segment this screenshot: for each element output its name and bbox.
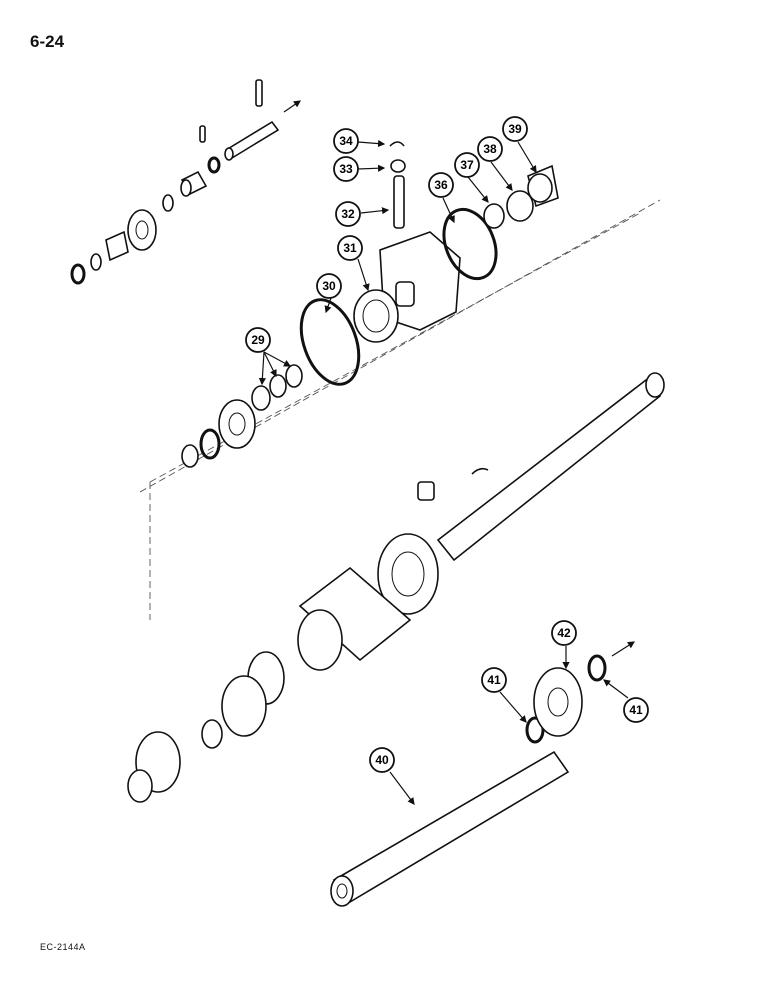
svg-text:39: 39 — [508, 122, 522, 136]
callout-37: 37 — [454, 152, 480, 178]
callout-29: 29 — [245, 327, 271, 353]
callout-32: 32 — [335, 201, 361, 227]
svg-text:31: 31 — [343, 241, 357, 255]
callout-34: 34 — [333, 128, 359, 154]
page-number: 6-24 — [30, 32, 65, 51]
svg-text:29: 29 — [251, 333, 265, 347]
svg-text:41: 41 — [487, 673, 501, 687]
output-shaft-assembly — [330, 641, 636, 907]
callout-41-right: 41 — [623, 697, 649, 723]
svg-text:40: 40 — [375, 753, 389, 767]
main-shaft-assembly — [127, 372, 665, 803]
callout-leaders — [258, 139, 629, 805]
callout-38: 38 — [477, 136, 503, 162]
callout-31: 31 — [337, 235, 363, 261]
figure-code: EC-2144A — [40, 942, 86, 952]
svg-text:37: 37 — [460, 158, 474, 172]
svg-text:30: 30 — [322, 279, 336, 293]
housing-assembly — [353, 141, 559, 343]
callout-33: 33 — [333, 156, 359, 182]
callout-39: 39 — [502, 116, 528, 142]
bearing-stack — [181, 298, 361, 468]
svg-text:41: 41 — [629, 703, 643, 717]
callout-30: 30 — [316, 273, 342, 299]
svg-text:36: 36 — [434, 178, 448, 192]
svg-text:34: 34 — [339, 134, 353, 148]
svg-text:33: 33 — [339, 162, 353, 176]
callout-36: 36 — [428, 172, 454, 198]
callout-40: 40 — [369, 747, 395, 773]
svg-text:38: 38 — [483, 142, 497, 156]
upper-shaft-assembly — [70, 79, 301, 285]
callout-41-left: 41 — [481, 667, 507, 693]
svg-text:42: 42 — [557, 626, 571, 640]
svg-text:32: 32 — [341, 207, 355, 221]
callout-42: 42 — [551, 620, 577, 646]
